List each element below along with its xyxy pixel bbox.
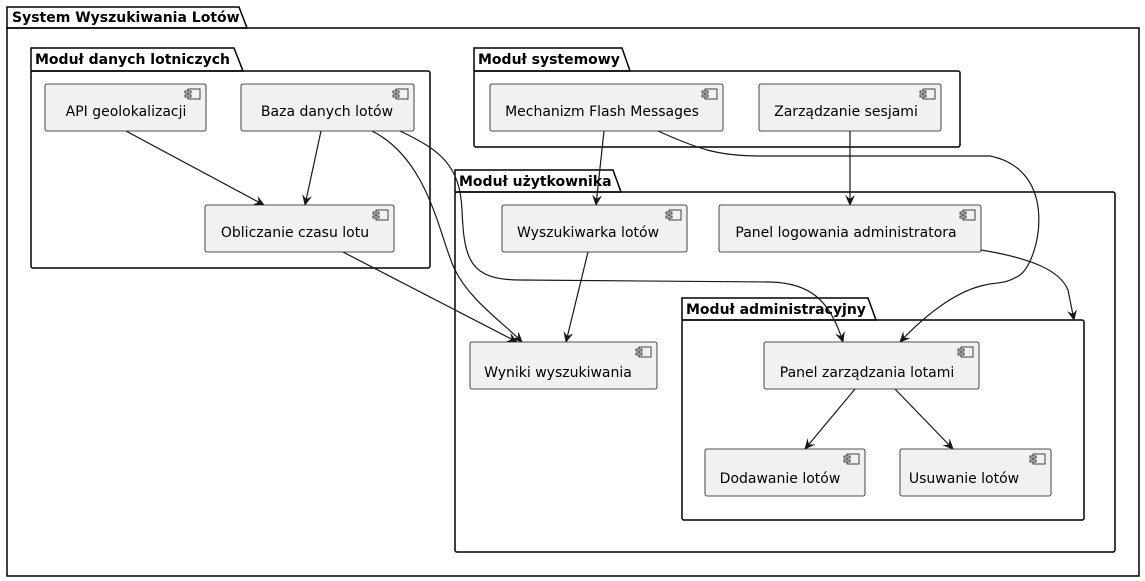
component-label: Baza danych lotów <box>261 104 393 120</box>
arrow-flash-to-wyszukiwarka <box>592 130 605 206</box>
component-icon <box>635 346 652 358</box>
package-systemowy-title: Moduł systemowy <box>478 52 620 68</box>
component-flash-messages[interactable]: Mechanizm Flash Messages <box>489 83 724 132</box>
component-icon <box>843 453 860 465</box>
arrow-flash-to-panel <box>657 130 1040 343</box>
arrow-obliczanie-to-wyniki <box>342 251 518 343</box>
component-panel-logowania[interactable]: Panel logowania administratora <box>718 204 982 253</box>
component-label: API geolokalizacji <box>66 104 187 120</box>
component-usuwanie-lotow[interactable]: Usuwanie lotów <box>899 448 1052 497</box>
component-wyniki-wyszukiwania[interactable]: Wyniki wyszukiwania <box>469 341 658 390</box>
package-system: System Wyszukiwania Lotów <box>6 6 1140 577</box>
component-api-geolokalizacji[interactable]: API geolokalizacji <box>44 83 207 132</box>
component-label: Usuwanie lotów <box>909 471 1019 487</box>
arrow-baza-to-obliczanie <box>302 130 322 206</box>
component-label: Panel logowania administratora <box>735 225 956 241</box>
component-icon <box>392 88 409 100</box>
arrow-baza-to-wyniki <box>371 130 523 343</box>
component-baza-danych-lotow[interactable]: Baza danych lotów <box>240 83 415 132</box>
component-dodawanie-lotow[interactable]: Dodawanie lotów <box>704 448 866 497</box>
component-label: Dodawanie lotów <box>720 471 841 487</box>
package-uzytkownika-title: Moduł użytkownika <box>459 174 612 190</box>
package-uzytkownika: Moduł użytkownika <box>454 169 1116 553</box>
package-administracyjny: Moduł administracyjny <box>681 297 1085 521</box>
component-icon <box>665 209 682 221</box>
package-systemowy: Moduł systemowy <box>473 47 961 148</box>
component-wyszukiwarka-lotow[interactable]: Wyszukiwarka lotów <box>501 204 688 253</box>
arrow-baza-to-panel <box>399 130 845 343</box>
arrow-panel-to-dodawanie <box>804 388 856 450</box>
component-label: Obliczanie czasu lotu <box>221 225 369 241</box>
component-icon <box>1029 453 1046 465</box>
arrows <box>125 130 1077 450</box>
arrow-wyszukiwarka-to-wyniki <box>563 251 589 343</box>
component-icon <box>372 209 389 221</box>
package-danych-lotniczych: Moduł danych lotniczych <box>30 47 431 269</box>
component-label: Mechanizm Flash Messages <box>505 104 699 120</box>
component-icon <box>184 88 201 100</box>
arrow-logowanie-to-admin <box>980 249 1077 321</box>
component-icon <box>959 209 976 221</box>
component-icon <box>957 346 974 358</box>
package-danych-title: Moduł danych lotniczych <box>35 52 230 68</box>
component-icon <box>701 88 718 100</box>
component-label: Panel zarządzania lotami <box>780 365 955 381</box>
package-system-title: System Wyszukiwania Lotów <box>12 10 240 26</box>
arrow-api-to-obliczanie <box>125 130 265 206</box>
component-obliczanie-czasu-lotu[interactable]: Obliczanie czasu lotu <box>204 204 395 253</box>
component-label: Wyszukiwarka lotów <box>517 225 659 241</box>
component-panel-zarzadzania-lotami[interactable]: Panel zarządzania lotami <box>763 341 980 390</box>
component-icon <box>919 88 936 100</box>
component-label: Zarządzanie sesjami <box>774 104 918 120</box>
component-label: Wyniki wyszukiwania <box>484 365 632 381</box>
arrow-panel-to-usuwanie <box>894 388 954 450</box>
package-administracyjny-title: Moduł administracyjny <box>686 302 866 318</box>
component-zarzadzanie-sesjami[interactable]: Zarządzanie sesjami <box>758 83 942 132</box>
